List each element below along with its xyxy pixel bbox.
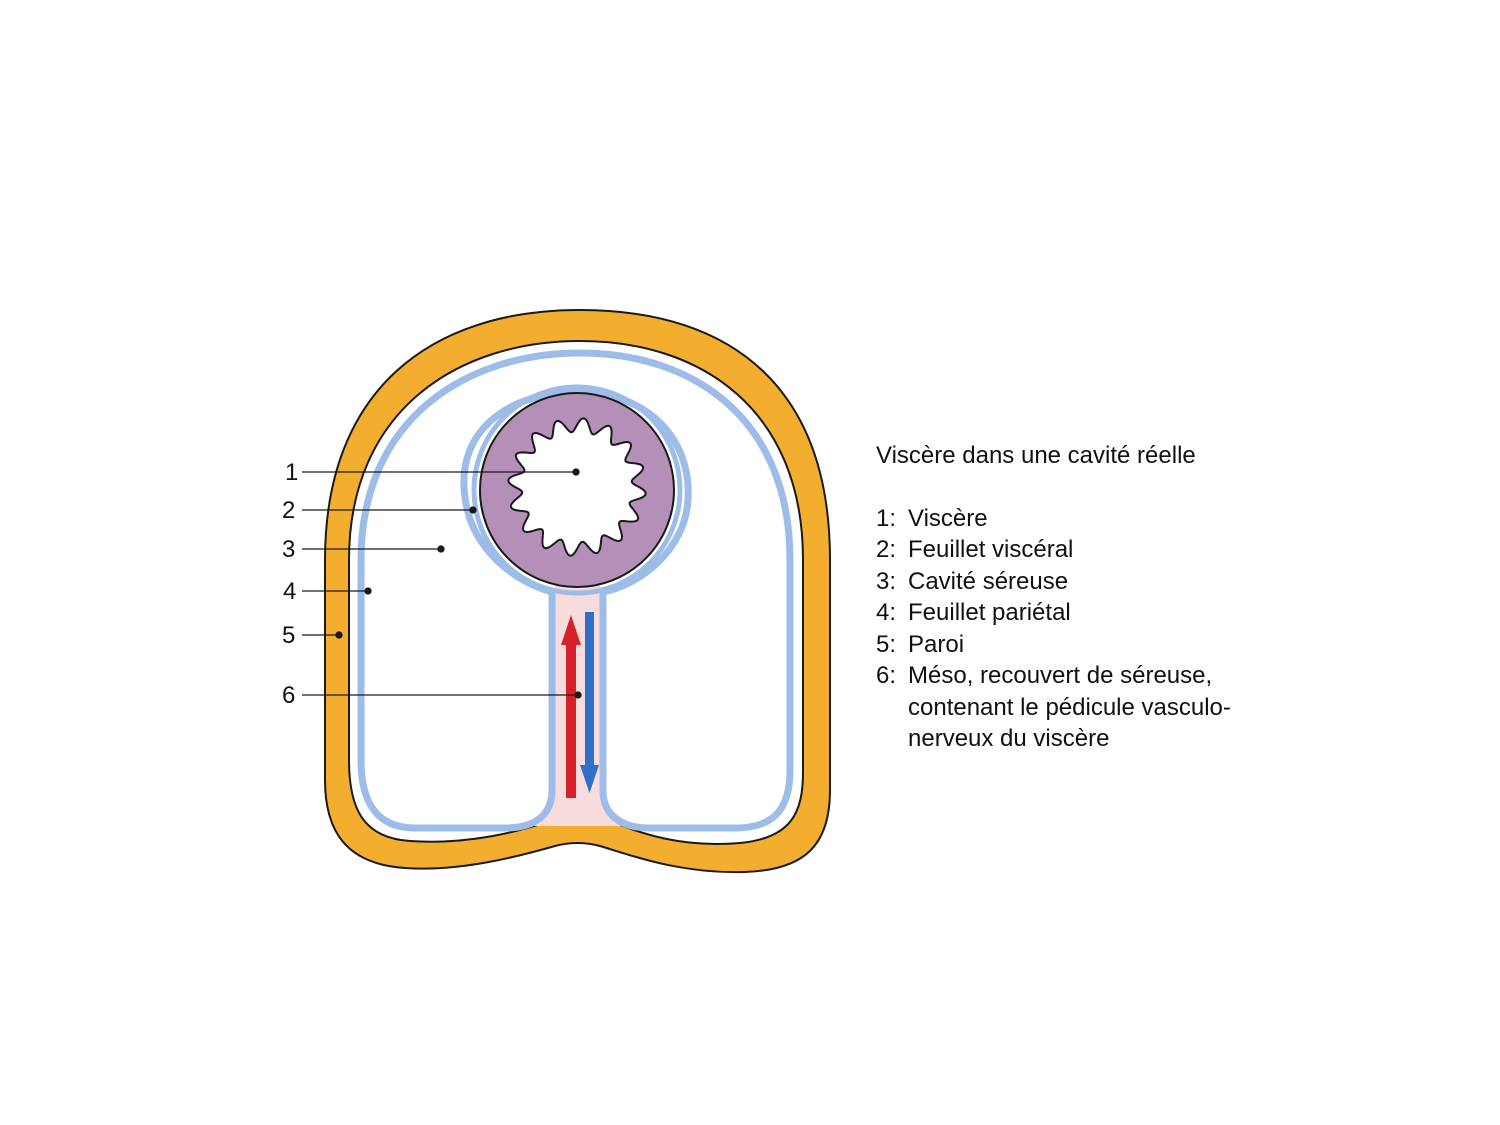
callout-5: 5 [282, 622, 296, 649]
legend-label: Paroi [908, 630, 965, 658]
leader-dot-2 [469, 506, 477, 514]
leader-dot-6 [574, 691, 582, 699]
leader-lines [302, 468, 582, 699]
legend-item-3: 3: Cavité séreuse [876, 566, 1231, 598]
legend-item-1: 1: Viscère [876, 503, 1231, 535]
legend-num: 2: [876, 536, 897, 563]
legend-item-2: 2: Feuillet viscéral [876, 534, 1231, 566]
leader-dot-1 [572, 468, 580, 476]
artery-arrow-shaft [566, 640, 576, 798]
leader-dot-3 [437, 545, 445, 553]
leader-dot-5 [335, 631, 343, 639]
legend-label: Feuillet viscéral [908, 536, 1074, 563]
legend-label-cont: nerveux du viscère [908, 725, 1110, 752]
legend-label: Viscère [908, 504, 988, 532]
legend-label: Feuillet pariétal [908, 599, 1071, 626]
legend-label-cont: contenant le pédicule vasculo- [908, 693, 1231, 721]
callout-2: 2 [282, 497, 296, 524]
legend-num: 1: [876, 504, 897, 532]
leader-dot-4 [364, 587, 372, 595]
legend: Viscère dans une cavité réelle 1: Viscère… [876, 440, 1231, 755]
callout-1: 1 [285, 459, 299, 486]
viscere-lumen [507, 417, 647, 557]
legend-title: Viscère dans une cavité réelle [876, 442, 1196, 469]
artery-arrow-head [561, 615, 581, 645]
legend-label: Méso, recouvert de séreuse, [908, 662, 1213, 689]
legend-item-4: 4: Feuillet pariétal [876, 597, 1231, 629]
legend-label: Cavité séreuse [908, 567, 1069, 595]
legend-num: 4: [876, 599, 897, 626]
legend-num: 6: [876, 662, 897, 689]
legend-num: 3: [876, 567, 897, 595]
vein-arrow-head [580, 765, 599, 793]
legend-list: 1: Viscère 2: Feuillet viscéral 3: Cavité s… [876, 503, 1231, 755]
legend-num: 5: [876, 630, 897, 658]
feuillet-visceral [471, 384, 683, 596]
callout-4: 4 [283, 578, 297, 605]
vein-arrow-shaft [585, 612, 594, 772]
callout-3: 3 [282, 536, 296, 563]
vascular-pedicle [561, 612, 599, 798]
legend-item-6: 6: Méso, recouvert de séreuse, contenant l… [876, 660, 1231, 755]
legend-item-5: 5: Paroi [876, 629, 1231, 661]
feuillet-parietal [357, 349, 794, 832]
callout-6: 6 [282, 682, 296, 709]
